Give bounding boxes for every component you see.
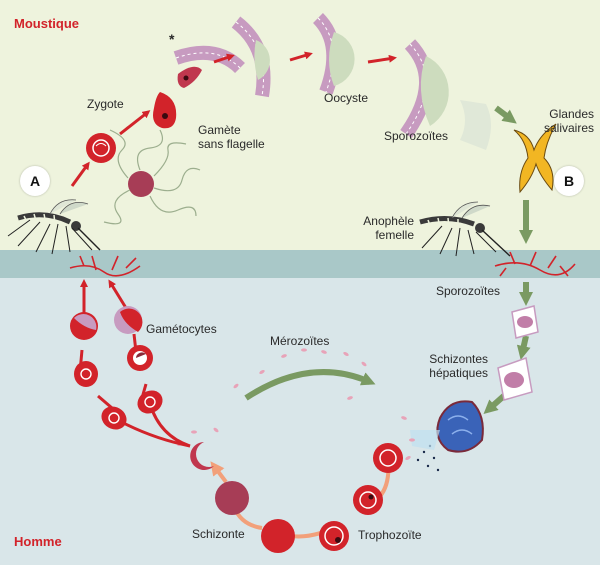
liver-cell-1	[511, 305, 539, 339]
gut-wall-3	[312, 13, 355, 95]
ookinete-icon	[177, 66, 202, 88]
gametocyte-mid-right	[127, 345, 153, 371]
mosquito-zone	[0, 0, 600, 250]
gametocyte-mature-left	[70, 312, 98, 340]
label-merozoites: Mérozoïtes	[270, 334, 330, 348]
label-anophele-line1: Anophèle	[363, 214, 414, 228]
gametocyte-mid-left	[74, 361, 98, 387]
trophozoite-mature-cell	[319, 521, 349, 551]
badge-b: B	[554, 166, 584, 196]
gut-wall-2	[231, 16, 271, 98]
schizont-early-cell	[261, 519, 295, 553]
human-zone	[0, 278, 600, 565]
salivary-gland-icon	[513, 123, 557, 194]
ingested-gametocyte-cell	[86, 133, 116, 163]
gametocyte-early-left	[101, 406, 127, 430]
gametocyte-early-right	[137, 390, 163, 414]
liver-cell-2	[497, 356, 533, 401]
label-zygote: Zygote	[87, 97, 124, 111]
gut-wall-4	[400, 39, 491, 150]
trophozoite-cell	[353, 485, 383, 515]
skin-band	[0, 250, 600, 278]
gametocyte-cells	[70, 306, 163, 430]
label-gamete-line2: sans flagelle	[198, 137, 265, 151]
label-gamete-line1: Gamète	[198, 123, 241, 137]
zygote-icon	[153, 92, 177, 129]
section-human-title: Homme	[14, 534, 62, 549]
green-arrows	[244, 105, 533, 414]
infected-red-cell	[373, 443, 403, 473]
merozoite-dots	[177, 348, 415, 461]
label-glandes-line2: salivaires	[543, 121, 594, 135]
hepatic-schizont-rupture	[410, 400, 484, 472]
mosquito-b-icon	[419, 201, 511, 257]
label-oocyste: Oocyste	[324, 91, 369, 105]
label-schizontes-line2: hépatiques	[429, 366, 488, 380]
label-schizontes-line1: Schizontes	[429, 352, 488, 366]
mosquito-a-icon	[7, 199, 101, 255]
flagellated-gamete-icon	[103, 129, 201, 225]
label-trophozoite: Trophozoïte	[358, 528, 422, 542]
label-schizonte: Schizonte	[192, 527, 245, 541]
gametocyte-mature-right	[114, 306, 143, 334]
red-arrows	[70, 51, 397, 187]
capillaries-right	[494, 251, 576, 277]
badge-a: A	[20, 166, 50, 196]
label-sporozoites-top: Sporozoïtes	[384, 129, 449, 143]
section-mosquito-title: Moustique	[14, 16, 79, 31]
marker-asterisk: *	[169, 31, 175, 47]
capillaries-left	[69, 255, 141, 277]
label-gametocytes: Gamétocytes	[146, 322, 217, 336]
label-sporozoites-mid: Sporozoïtes	[435, 284, 500, 298]
ruptured-cell	[190, 442, 214, 470]
gut-wall-1	[173, 45, 245, 74]
schizont-cell	[215, 481, 249, 515]
label-anophele-line2: femelle	[375, 228, 414, 242]
label-glandes-line1: Glandes	[549, 107, 594, 121]
